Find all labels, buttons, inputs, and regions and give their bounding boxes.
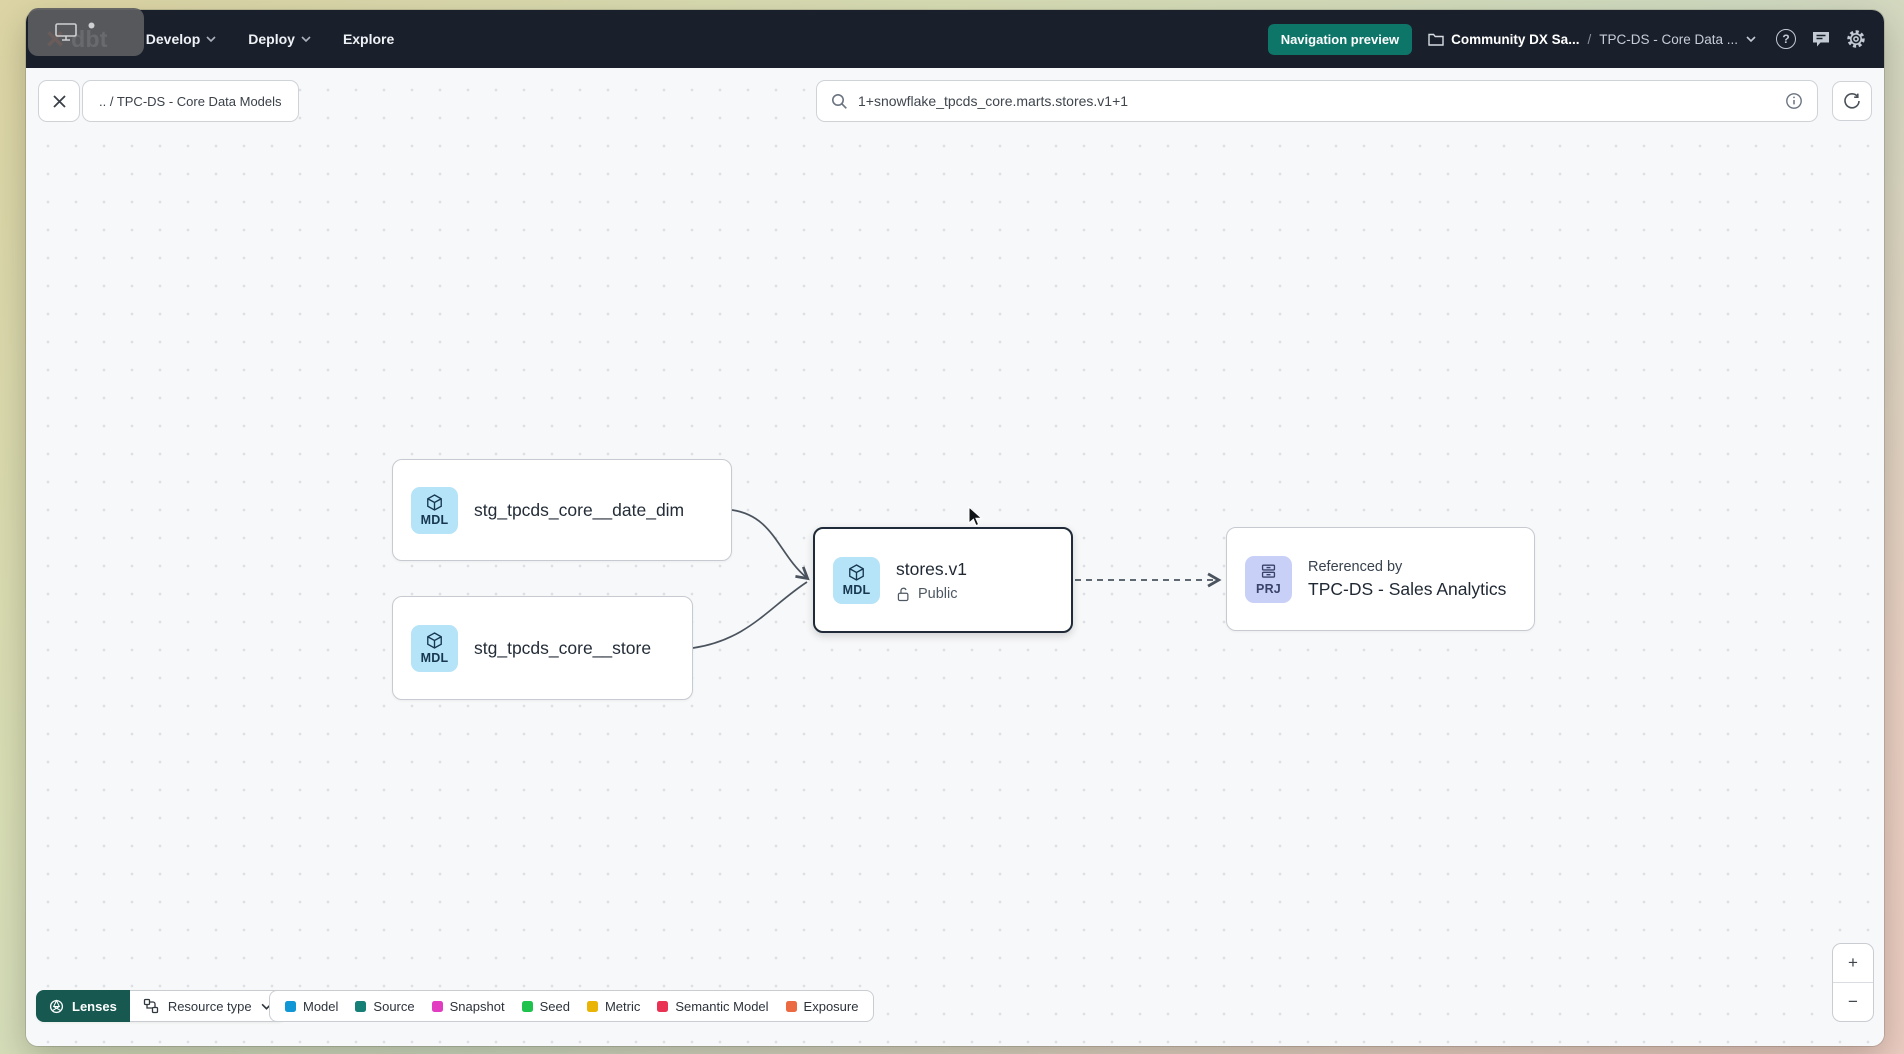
node-label: stores.v1 — [896, 558, 967, 579]
archive-icon — [1261, 564, 1276, 578]
legend-label: Seed — [539, 998, 570, 1014]
resource-type-dropdown[interactable]: Resource type — [129, 990, 286, 1022]
top-navbar: × dbt Develop Deploy Explore Navigation … — [26, 10, 1884, 68]
breadcrumb: Community DX Sa... / TPC-DS - Core Data … — [1428, 32, 1756, 47]
legend-swatch — [785, 1000, 797, 1012]
lineage-canvas[interactable]: .. / TPC-DS - Core Data Models 1+snowfla… — [26, 68, 1884, 1046]
badge-label: MDL — [420, 651, 449, 665]
legend-item-seed: Seed — [521, 998, 570, 1014]
legend-label: Semantic Model — [675, 998, 769, 1014]
legend-item-exposure: Exposure — [785, 998, 859, 1014]
resource-legend: Model Source Snapshot Seed Metric Semant… — [269, 990, 875, 1022]
chevron-down-icon — [206, 36, 216, 42]
menu-develop-label: Develop — [145, 31, 201, 47]
legend-label: Source — [373, 998, 415, 1014]
legend-item-source: Source — [355, 998, 415, 1014]
node-label: stg_tpcds_core__store — [474, 637, 652, 658]
search-input[interactable]: 1+snowflake_tpcds_core.marts.stores.v1+1 — [858, 93, 1129, 109]
legend-label: Metric — [604, 998, 641, 1014]
lens-controls: Lenses Resource type — [36, 990, 286, 1022]
resource-type-label: Resource type — [167, 998, 252, 1014]
help-icon[interactable]: ? — [1776, 29, 1796, 49]
badge-label: PRJ — [1256, 582, 1281, 596]
menu-explore-label: Explore — [342, 31, 395, 47]
model-badge: MDL — [411, 486, 458, 534]
access-label: Public — [918, 585, 958, 602]
cube-icon — [849, 564, 864, 581]
chevron-down-icon[interactable] — [1746, 36, 1756, 42]
info-icon[interactable] — [1785, 92, 1803, 110]
navbar-icons: ? — [1776, 29, 1866, 49]
lineage-search[interactable]: 1+snowflake_tpcds_core.marts.stores.v1+1 — [816, 80, 1818, 122]
chevron-down-icon — [301, 36, 311, 42]
close-button[interactable] — [38, 80, 80, 122]
legend-item-metric: Metric — [586, 998, 641, 1014]
legend-item-semantic-model: Semantic Model — [657, 998, 769, 1014]
legend-label: Model — [303, 998, 339, 1014]
breadcrumb-page[interactable]: TPC-DS - Core Data ... — [1599, 31, 1738, 47]
gear-icon[interactable] — [1846, 29, 1866, 49]
folder-icon — [1428, 33, 1444, 46]
search-icon — [832, 93, 847, 109]
cube-icon — [427, 632, 442, 649]
legend-label: Exposure — [803, 998, 859, 1014]
zoom-in-button[interactable]: + — [1848, 953, 1858, 972]
monitor-icon — [55, 23, 77, 41]
breadcrumb-project-label: Community DX Sa... — [1451, 31, 1580, 47]
indicator-dot-icon — [88, 22, 95, 29]
model-badge: MDL — [833, 556, 880, 604]
badge-label: MDL — [420, 513, 449, 527]
breadcrumb-separator: / — [1587, 31, 1592, 47]
lenses-label: Lenses — [72, 998, 117, 1014]
edge-date-dim-to-stores — [731, 509, 810, 581]
legend-item-snapshot: Snapshot — [431, 998, 505, 1014]
lenses-button[interactable]: Lenses — [36, 990, 130, 1022]
legend-swatch — [521, 1000, 533, 1012]
lenses-icon — [49, 998, 64, 1013]
menu-deploy[interactable]: Deploy — [248, 31, 311, 47]
zoom-out-button[interactable]: − — [1833, 982, 1873, 1021]
resource-type-icon — [143, 998, 158, 1014]
project-badge: PRJ — [1245, 555, 1292, 603]
node-kicker: Referenced by — [1308, 558, 1403, 575]
legend-swatch — [431, 1000, 443, 1012]
feedback-icon[interactable] — [1811, 30, 1831, 48]
breadcrumb-project[interactable]: Community DX Sa... — [1428, 32, 1579, 47]
app-window: × dbt Develop Deploy Explore Navigation … — [26, 10, 1884, 1046]
legend-swatch — [657, 1000, 669, 1012]
model-badge: MDL — [411, 624, 458, 672]
node-stg-tpcds-core-date-dim[interactable]: MDL stg_tpcds_core__date_dim — [392, 459, 732, 561]
edge-store-to-stores — [692, 581, 808, 649]
badge-label: MDL — [842, 583, 871, 597]
node-tpcds-sales-analytics[interactable]: PRJ Referenced by TPC-DS - Sales Analyti… — [1226, 527, 1535, 631]
legend-swatch — [355, 1000, 367, 1012]
refresh-icon — [1844, 93, 1860, 109]
navigation-preview-badge[interactable]: Navigation preview — [1267, 23, 1413, 55]
open-lock-icon — [897, 587, 909, 601]
lineage-path-chip[interactable]: .. / TPC-DS - Core Data Models — [82, 80, 299, 122]
node-label: TPC-DS - Sales Analytics — [1308, 578, 1507, 599]
screen-share-indicator — [28, 8, 144, 56]
close-icon — [52, 94, 66, 108]
menu-explore[interactable]: Explore — [343, 31, 394, 47]
menu-deploy-label: Deploy — [248, 31, 295, 47]
legend-item-model: Model — [285, 999, 338, 1014]
main-menu: Develop Deploy Explore — [146, 31, 395, 47]
node-access: Public — [896, 586, 967, 602]
refresh-button[interactable] — [1832, 81, 1872, 121]
node-stores-v1[interactable]: MDL stores.v1 Public — [813, 527, 1073, 633]
navbar-right: Navigation preview Community DX Sa... / … — [1267, 23, 1866, 55]
legend-label: Snapshot — [449, 998, 505, 1014]
legend-swatch — [586, 1000, 598, 1012]
mouse-cursor — [968, 506, 983, 527]
legend-swatch — [285, 1000, 296, 1012]
node-stg-tpcds-core-store[interactable]: MDL stg_tpcds_core__store — [392, 596, 693, 700]
cube-icon — [427, 494, 442, 511]
menu-develop[interactable]: Develop — [146, 31, 216, 47]
node-label: stg_tpcds_core__date_dim — [474, 499, 685, 520]
zoom-controls: + − — [1832, 943, 1874, 1022]
